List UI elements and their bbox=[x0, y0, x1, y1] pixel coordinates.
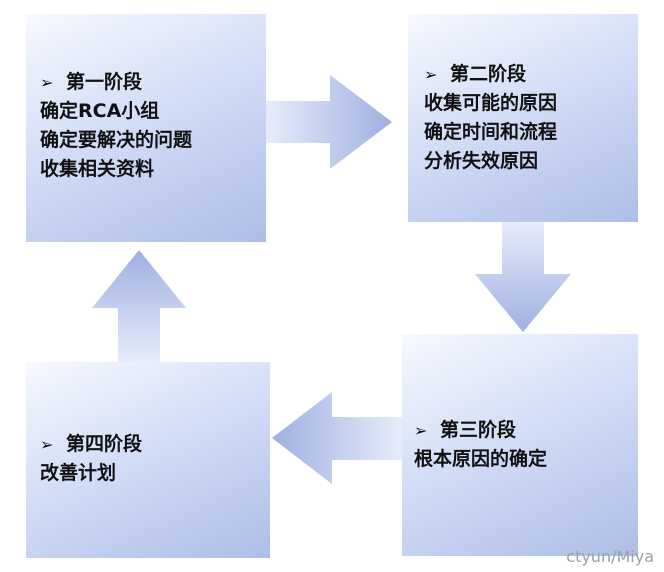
stage-4-box: ➢第四阶段 改善计划 bbox=[26, 362, 270, 558]
bullet-icon: ➢ bbox=[40, 73, 54, 92]
stage-4-text: ➢第四阶段 改善计划 bbox=[40, 430, 264, 488]
stage-1-line: 收集相关资料 bbox=[40, 158, 155, 180]
arrow-down bbox=[475, 222, 571, 332]
stage-1-line: 确定RCA小组 bbox=[40, 100, 160, 122]
bullet-icon: ➢ bbox=[414, 421, 428, 440]
stage-4-line: 改善计划 bbox=[40, 462, 117, 484]
stage-2-line: 确定时间和流程 bbox=[424, 121, 558, 143]
stage-4-title: ➢第四阶段 bbox=[40, 430, 264, 459]
stage-3-box: ➢第三阶段 根本原因的确定 bbox=[402, 334, 638, 556]
stage-1-text: ➢第一阶段 确定RCA小组 确定要解决的问题 收集相关资料 bbox=[40, 68, 260, 184]
stage-1-line: 确定要解决的问题 bbox=[40, 129, 193, 151]
stage-2-title: ➢第二阶段 bbox=[424, 60, 632, 89]
stage-2-line: 收集可能的原因 bbox=[424, 92, 558, 114]
stage-2-box: ➢第二阶段 收集可能的原因 确定时间和流程 分析失效原因 bbox=[408, 14, 638, 222]
stage-3-line: 根本原因的确定 bbox=[414, 448, 548, 470]
stage-2-text: ➢第二阶段 收集可能的原因 确定时间和流程 分析失效原因 bbox=[424, 60, 632, 176]
stage-1-title: ➢第一阶段 bbox=[40, 68, 260, 97]
arrow-right bbox=[266, 75, 392, 169]
bullet-icon: ➢ bbox=[40, 435, 54, 454]
arrow-left bbox=[272, 392, 402, 484]
stage-2-line: 分析失效原因 bbox=[424, 150, 539, 172]
stage-3-text: ➢第三阶段 根本原因的确定 bbox=[414, 416, 632, 474]
bullet-icon: ➢ bbox=[424, 65, 438, 84]
stage-3-title: ➢第三阶段 bbox=[414, 416, 632, 445]
arrow-up bbox=[92, 250, 186, 362]
watermark: ctyun/Miya bbox=[566, 547, 654, 566]
stage-1-box: ➢第一阶段 确定RCA小组 确定要解决的问题 收集相关资料 bbox=[26, 14, 266, 242]
